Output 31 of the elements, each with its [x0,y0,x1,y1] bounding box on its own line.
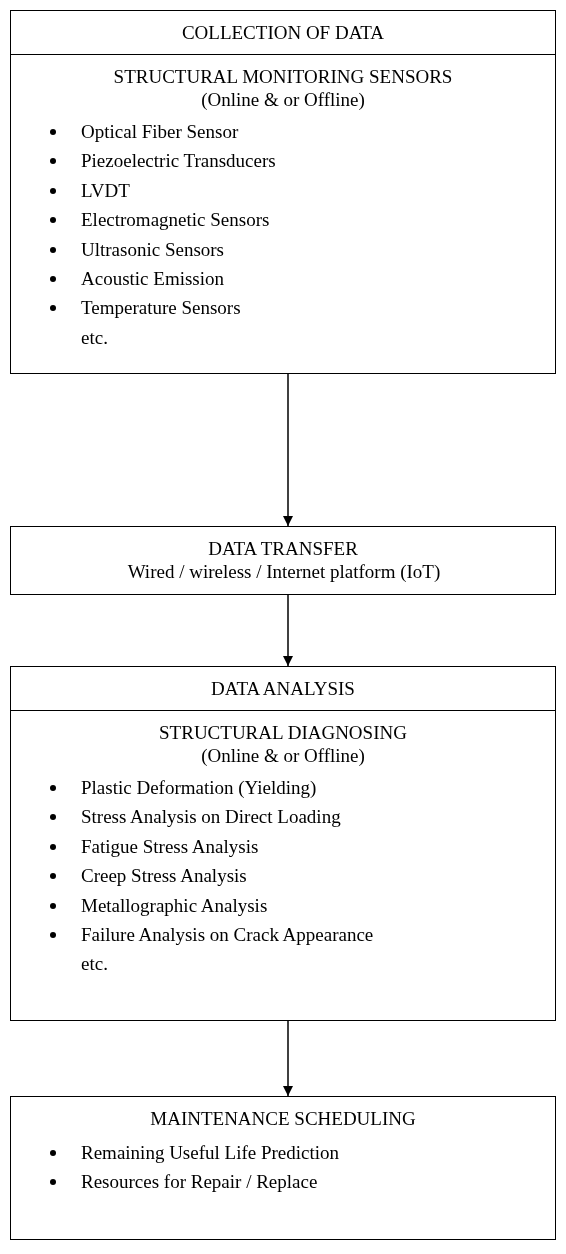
list-item: Plastic Deformation (Yielding) [81,777,317,798]
arrow [282,373,294,527]
process-box [10,666,556,1021]
heading: DATA TRANSFER [207,537,359,560]
arrow [282,1020,294,1097]
subheading: STRUCTURAL MONITORING SENSORS (Online & or Offline) [112,65,454,111]
heading: COLLECTION OF DATA [181,22,385,43]
description: Wired / wireless / Internet platform (IoT) [126,560,442,583]
list-item: Creep Stress Analysis [81,865,247,887]
process-box [10,526,556,595]
list-item: Temperature Sensors [81,297,241,319]
list-item: Fatigue Stress Analysis [81,835,259,857]
process-box [10,1096,556,1240]
list-item: Resources for Repair / Replace [81,1171,318,1193]
list-item: Failure Analysis on Crack Appearance [81,924,374,946]
process-box [10,10,556,374]
subheading: STRUCTURAL DIAGNOSING (Online & or Offline) [158,721,408,767]
heading: DATA ANALYSIS [211,678,355,699]
list-item: Piezoelectric Transducers [81,150,276,172]
heading: MAINTENANCE SCHEDULING [149,1107,417,1130]
list-item: etc. [81,953,108,975]
list-item: Stress Analysis on Direct Loading [81,806,341,828]
list-item: Acoustic Emission [81,268,225,290]
list-item: Metallographic Analysis [81,894,268,916]
list-item: etc. [81,326,108,348]
list-item: Optical Fiber Sensor [81,121,239,142]
arrow [282,594,294,667]
list-item: LVDT [81,179,130,201]
list-item: Ultrasonic Sensors [81,238,224,260]
list-item: Remaining Useful Life Prediction [81,1142,340,1163]
list-item: Electromagnetic Sensors [81,209,270,231]
